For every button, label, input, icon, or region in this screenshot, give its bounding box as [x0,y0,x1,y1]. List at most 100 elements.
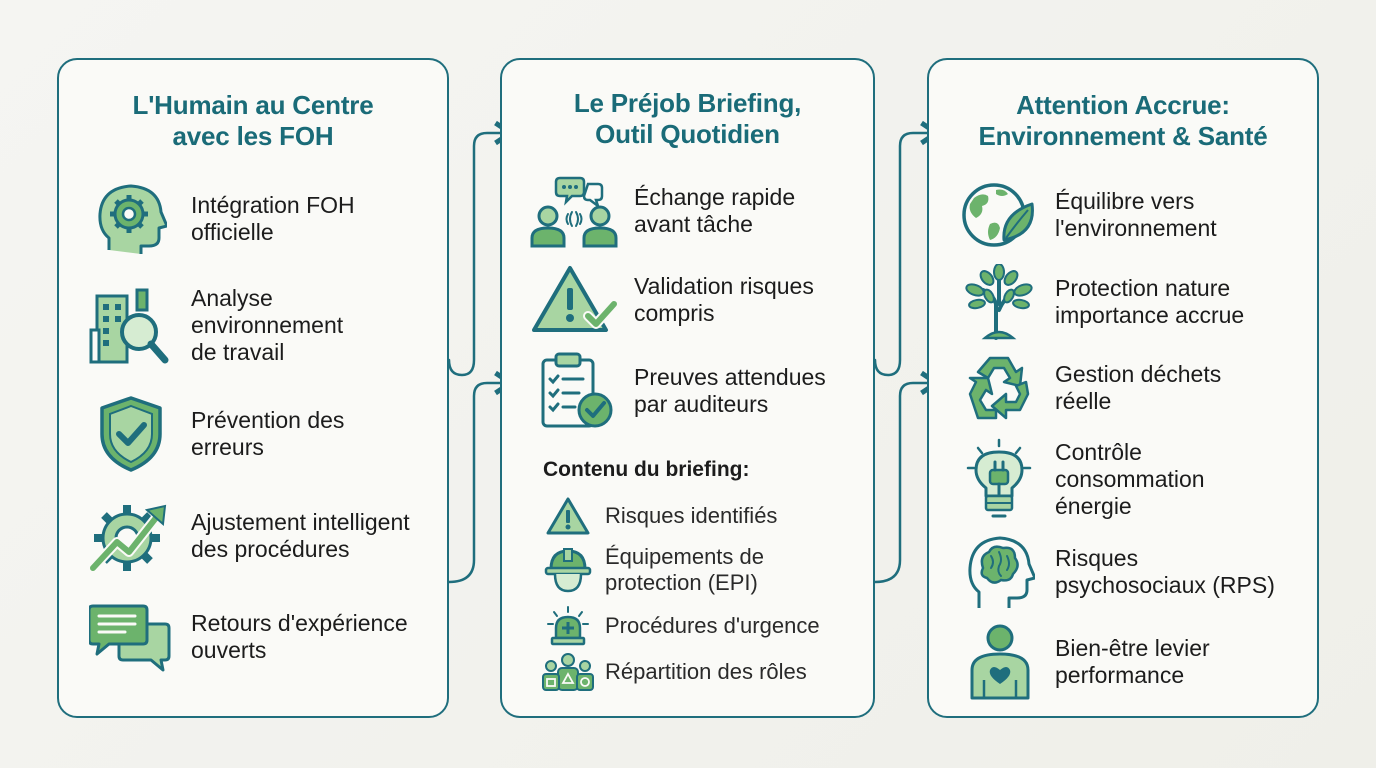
item-label: Bien-être levier performance [1055,635,1210,689]
gear-arrow-icon [89,496,171,576]
item-label-line: compris [634,300,715,326]
item-label: Contrôle consommation énergie [1055,439,1205,520]
panel-environment-health: Attention Accrue: Environnement & Santé … [927,58,1319,718]
list-item: Validation risques compris [532,264,814,336]
list-item: Risques identifiés [540,496,777,536]
list-item: Protection nature importance accrue [961,264,1244,340]
list-item: Contrôle consommation énergie [959,438,1205,520]
item-label: Équilibre vers l'environnement [1055,188,1217,242]
hard-hat-icon [540,545,596,595]
item-label-line: Preuves attendues [634,364,826,390]
list-item: Équilibre vers l'environnement [959,180,1217,250]
shield-check-icon [91,394,171,474]
chat-bubbles-icon [89,602,171,672]
item-label-line: Protection nature [1055,275,1231,301]
panel-title-line: Outil Quotidien [595,119,780,149]
item-label: Procédures d'urgence [605,613,820,639]
building-magnifier-icon [89,282,171,368]
item-label: Analyse environnement de travail [191,285,343,366]
panel-human-centre: L'Humain au Centre avec les FOH [57,58,449,718]
person-heart-icon [965,624,1035,700]
item-label-line: Équipements de [605,544,764,569]
item-label: Protection nature importance accrue [1055,275,1244,329]
lightbulb-plug-icon [959,438,1039,520]
item-label-line: de travail [191,338,285,365]
item-label: Preuves attendues par auditeurs [634,364,826,418]
list-item: Intégration FOH officielle [91,180,355,258]
item-label-line: Intégration FOH [191,192,355,218]
item-label-line: Équilibre vers [1055,188,1195,214]
item-label-line: Risques [1055,545,1139,571]
item-label-line: Ajustement intelligent [191,509,410,535]
list-item: Analyse environnement de travail [89,282,343,368]
item-label-line: Risques identifiés [605,503,778,528]
item-label-line: Analyse [191,284,273,311]
item-label: Prévention des erreurs [191,407,344,461]
list-item: Bien-être levier performance [965,624,1210,700]
connector-2-bottom [873,370,942,584]
item-label: Échange rapide avant tâche [634,184,795,238]
item-label: Gestion déchets réelle [1055,361,1221,415]
item-label-line: Gestion déchets [1055,361,1222,387]
item-label: Intégration FOH officielle [191,192,355,246]
list-item: Prévention des erreurs [91,394,344,474]
item-label-line: performance [1055,662,1185,688]
item-label-line: énergie [1055,492,1132,519]
item-label-line: l'environnement [1055,215,1217,241]
item-label-line: psychosociaux (RPS) [1055,572,1275,598]
tree-icon [961,264,1037,340]
item-label-line: Répartition des rôles [605,659,807,684]
item-label: Équipements de protection (EPI) [605,544,764,596]
list-item: Risques psychosociaux (RPS) [963,534,1275,610]
panel-prejob-briefing: Le Préjob Briefing, Outil Quotidien Écha… [500,58,875,718]
item-label: Répartition des rôles [605,659,807,685]
item-label-line: Échange rapide [634,184,796,210]
recycle-icon [961,352,1037,424]
item-label-line: erreurs [191,434,264,460]
list-item: Ajustement intelligent des procédures [89,496,410,576]
warning-check-icon [532,264,618,336]
item-label-line: protection (EPI) [605,570,758,595]
item-label-line: Prévention des [191,407,345,433]
item-label-line: avant tâche [634,211,753,237]
panel-title: L'Humain au Centre avec les FOH [59,90,447,152]
list-item: Équipements de protection (EPI) [540,544,764,596]
connector-2-top [873,120,942,377]
item-label-line: réelle [1055,388,1112,414]
list-item: Gestion déchets réelle [961,352,1221,424]
item-label: Risques identifiés [605,503,777,529]
item-label-line: environnement [191,311,344,338]
panel-title-line: Le Préjob Briefing, [573,88,802,118]
item-label-line: Retours d'expérience [191,610,408,636]
item-label-line: par auditeurs [634,391,769,417]
list-item: Procédures d'urgence [540,606,820,646]
panel-title-line: avec les FOH [172,121,334,151]
briefing-content-heading: Contenu du briefing: [543,458,750,481]
item-label-line: des procédures [191,536,350,562]
item-label-line: officielle [191,219,274,245]
item-label-line: importance accrue [1055,302,1245,328]
head-brain-icon [963,534,1037,610]
globe-leaf-icon [959,180,1037,250]
item-label-line: Validation risques [634,273,814,299]
item-label-line: ouverts [191,637,267,663]
warning-icon [540,496,596,536]
people-talking-icon [530,174,618,248]
item-label-line: Contrôle [1055,438,1142,465]
clipboard-check-icon [536,352,618,430]
panel-title-line: L'Humain au Centre [132,90,374,120]
panel-title: Attention Accrue: Environnement & Santé [929,90,1317,152]
item-label: Retours d'expérience ouverts [191,610,408,664]
head-gear-icon [91,180,171,258]
item-label: Ajustement intelligent des procédures [191,509,410,563]
item-label-line: consommation [1055,465,1205,492]
list-item: Répartition des rôles [540,652,807,692]
team-roles-icon [540,652,596,692]
emergency-light-icon [540,606,596,646]
list-item: Retours d'expérience ouverts [89,602,408,672]
list-item: Preuves attendues par auditeurs [536,352,826,430]
item-label-line: Bien-être levier [1055,635,1210,661]
panel-title-line: Environnement & Santé [978,121,1268,151]
panel-title: Le Préjob Briefing, Outil Quotidien [502,88,873,150]
item-label-line: Procédures d'urgence [605,613,820,638]
